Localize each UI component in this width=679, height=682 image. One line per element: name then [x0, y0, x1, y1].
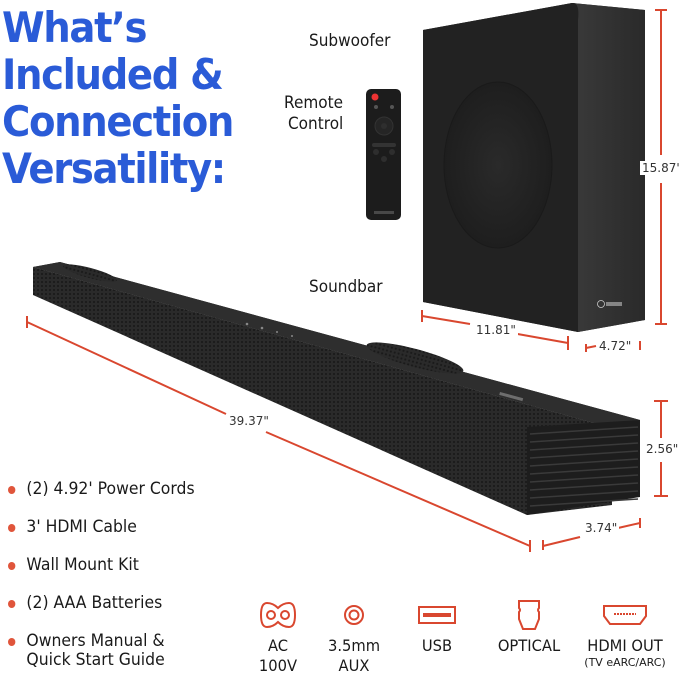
subwoofer-width-dimension: 11.81"	[474, 323, 518, 337]
list-item: 3' HDMI Cable	[8, 518, 220, 537]
soundbar-length-dimension: 39.37"	[227, 414, 271, 428]
included-items-list: (2) 4.92' Power Cords 3' HDMI Cable Wall…	[8, 480, 238, 682]
connection-hdmi: HDMI OUT (TV eARC/ARC)	[575, 600, 675, 670]
list-item: (2) AAA Batteries	[8, 594, 220, 613]
ac-power-icon	[250, 600, 306, 630]
remote-control-image	[366, 89, 401, 220]
connection-optical: OPTICAL	[484, 600, 574, 656]
list-item: Owners Manual &Quick Start Guide	[8, 632, 220, 670]
usb-port-icon	[412, 600, 462, 630]
subwoofer-depth-dimension: 4.72"	[597, 339, 634, 353]
soundbar-label: Soundbar	[309, 277, 383, 297]
connection-ac: AC 100V	[250, 600, 306, 676]
aux-jack-icon	[322, 600, 386, 630]
remote-label-line-1: Remote	[284, 93, 344, 113]
subwoofer-height-dimension: 15.87"	[640, 161, 679, 175]
bullet-icon	[8, 486, 16, 494]
optical-port-icon	[484, 600, 574, 630]
title-line-1: What’s	[2, 3, 147, 52]
bullet-icon	[8, 600, 16, 608]
brand-logo-icon	[597, 300, 605, 308]
remote-label-line-2: Control	[288, 114, 344, 134]
bullet-icon	[8, 562, 16, 570]
subwoofer-image	[423, 2, 645, 333]
title-line-4: Versatility:	[2, 144, 226, 193]
title-line-2: Included &	[2, 50, 224, 99]
subwoofer-label: Subwoofer	[309, 31, 391, 51]
list-item: Wall Mount Kit	[8, 556, 220, 575]
bullet-icon	[8, 638, 16, 646]
soundbar-height-dimension: 2.56"	[644, 442, 679, 456]
page-title: What’s Included & Connection Versatility…	[2, 4, 260, 192]
connection-usb: USB	[412, 600, 462, 656]
bullet-icon	[8, 524, 16, 532]
list-item: (2) 4.92' Power Cords	[8, 480, 220, 499]
subwoofer-dimension-lines	[421, 9, 667, 352]
connection-aux: 3.5mm AUX	[322, 600, 386, 676]
hdmi-port-icon	[575, 600, 675, 630]
soundbar-depth-dimension: 3.74"	[583, 521, 620, 535]
soundbar-dimension-lines	[26, 316, 668, 552]
title-line-3: Connection	[2, 97, 234, 146]
soundbar-image	[33, 262, 640, 515]
